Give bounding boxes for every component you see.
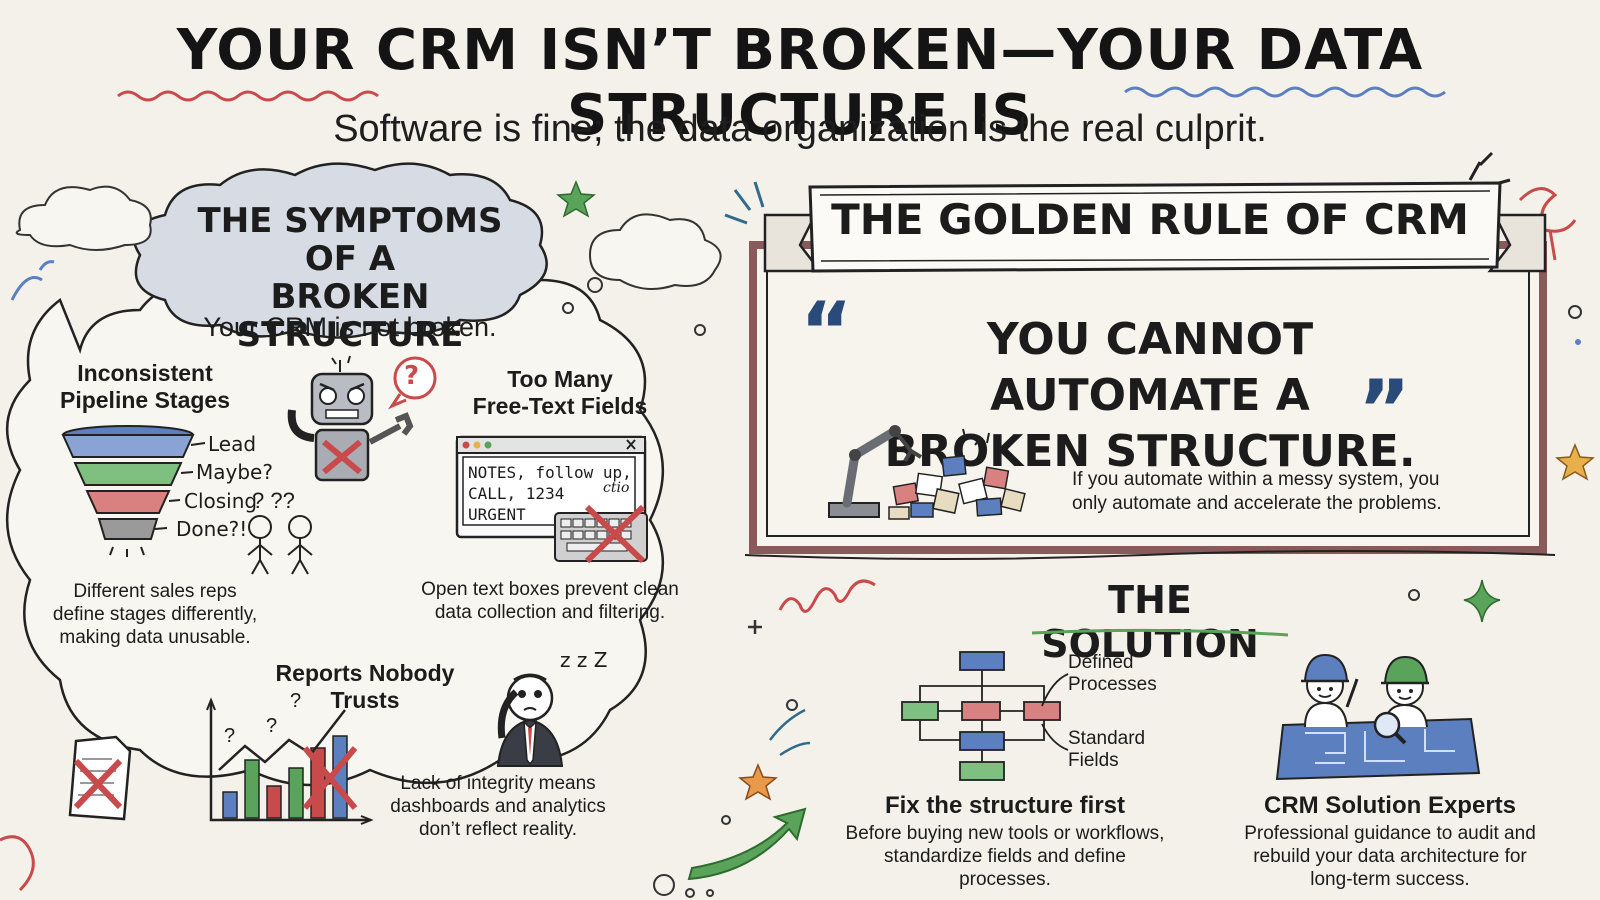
pipeline-title: Inconsistent Pipeline Stages	[40, 360, 250, 414]
golden-rule-heading: THE GOLDEN RULE OF CRM	[831, 195, 1469, 244]
flow-label2-line1: Standard	[1068, 728, 1146, 749]
process-flowchart-icon	[901, 651, 1061, 781]
green-sparkle-icon	[1463, 579, 1501, 623]
page-title: YOUR CRM ISN’T BROKEN—YOUR DATA STRUCTUR…	[176, 18, 1424, 148]
fix-structure-description: Before buying new tools or workflows, st…	[815, 822, 1195, 891]
freetext-desc-line1: Open text boxes prevent clean	[421, 579, 679, 600]
notes-line3: URGENT	[468, 505, 526, 524]
golden-desc-line1: If you automate within a messy system, y…	[1072, 469, 1440, 490]
title-underline-red	[117, 90, 379, 102]
freetext-title-line1: Too Many	[507, 366, 613, 392]
funnel-question-marks: ? ??	[252, 488, 295, 513]
page-subtitle: Software is fine; the data organization …	[333, 108, 1267, 150]
flow-label-pointers	[1041, 673, 1069, 751]
pipeline-desc-line1: Different sales reps	[73, 581, 237, 602]
golden-rule-quote: YOU CANNOT AUTOMATE A BROKEN STRUCTURE.	[850, 312, 1450, 480]
robot-icon	[287, 355, 437, 482]
funnel-label-lead: Lead	[208, 432, 257, 456]
notes-text: NOTES, follow up, CALL, 1234 URGENT	[468, 462, 632, 525]
flow-label1-line1: Defined	[1068, 652, 1134, 673]
experts-desc-line2: rebuild your data architecture for	[1253, 846, 1527, 867]
freetext-title-line2: Free-Text Fields	[472, 393, 648, 419]
chart-question-3: ?	[290, 690, 302, 712]
green-arrow-icon	[687, 807, 807, 881]
confused-businessman-icon	[496, 673, 564, 767]
pipeline-title-line2: Pipeline Stages	[59, 387, 230, 413]
golden-rule-description: If you automate within a messy system, y…	[1072, 468, 1492, 516]
pipeline-description: Different sales reps define stages diffe…	[30, 580, 280, 649]
solution-underline	[1031, 628, 1289, 637]
pipeline-desc-line2: define stages differently,	[52, 604, 258, 625]
sleep-zzz: z z Z	[560, 648, 608, 672]
fix-desc-line1: Before buying new tools or workflows,	[845, 823, 1165, 844]
notes-line1: NOTES, follow up,	[468, 463, 632, 482]
reports-desc-line2: dashboards and analytics	[390, 796, 606, 817]
funnel-label-maybe: Maybe?	[196, 460, 273, 484]
fix-desc-line3: processes.	[959, 869, 1051, 890]
freetext-desc-line2: data collection and filtering.	[434, 602, 666, 623]
symptoms-heading-cloud	[132, 162, 548, 339]
fix-desc-line2: standardize fields and define	[884, 846, 1126, 867]
symptoms-intro: Your CRM is not broken.	[203, 312, 497, 342]
experts-desc-line3: long-term success.	[1310, 869, 1470, 890]
golden-desc-line2: only automate and accelerate the problem…	[1072, 493, 1442, 514]
chart-question-1: ?	[224, 725, 236, 747]
close-quote-icon: ”	[1358, 363, 1411, 456]
small-cloud-right	[588, 213, 722, 290]
untrusted-bar-chart-icon	[206, 697, 374, 825]
flow-label2-line2: Fields	[1068, 750, 1119, 771]
reports-title-line2: Trusts	[330, 687, 400, 713]
crossed-document-icon	[68, 735, 132, 821]
flow-label-defined-processes: Defined Processes	[1068, 652, 1157, 696]
pipeline-desc-line3: making data unusable.	[59, 627, 251, 648]
small-cloud-left	[15, 185, 152, 251]
experts-title: CRM Solution Experts	[1263, 792, 1516, 819]
robot-bubble-text: ?	[404, 361, 420, 391]
notes-line2: CALL, 1234	[468, 484, 565, 503]
notes-scribble: ctio	[603, 480, 630, 496]
reports-title: Reports Nobody Trusts	[250, 660, 480, 714]
yellow-star-icon	[1555, 443, 1595, 481]
fix-structure-title: Fix the structure first	[884, 792, 1126, 819]
reports-description: Lack of integrity means dashboards and a…	[378, 772, 618, 841]
experts-description: Professional guidance to audit and rebui…	[1210, 822, 1570, 891]
reports-desc-line1: Lack of integrity means	[400, 773, 596, 794]
solution-heading: THE SOLUTION	[1041, 578, 1259, 666]
funnel-label-done: Done?!	[176, 517, 248, 541]
title-underline-blue	[1124, 86, 1446, 98]
symptoms-heading-line2: BROKEN STRUCTURE	[236, 277, 464, 355]
golden-rule-frame	[744, 181, 1556, 560]
freetext-description: Open text boxes prevent clean data colle…	[405, 578, 695, 624]
freetext-title: Too Many Free-Text Fields	[450, 366, 670, 420]
chart-question-2: ?	[266, 715, 278, 737]
robot-arm-mess-icon	[828, 425, 1026, 520]
flow-label-standard-fields: Standard Fields	[1068, 728, 1145, 772]
green-star-icon	[556, 180, 596, 218]
experts-blueprint-icon	[1275, 653, 1481, 781]
funnel-icon	[61, 425, 313, 575]
open-quote-icon: “	[800, 285, 853, 378]
orange-star-icon	[738, 763, 778, 801]
pipeline-title-line1: Inconsistent	[77, 360, 213, 386]
flow-label1-line2: Processes	[1068, 674, 1157, 695]
reports-title-line1: Reports Nobody	[275, 660, 455, 686]
symptoms-heading-line1: THE SYMPTOMS OF A	[197, 201, 503, 279]
symptoms-heading: THE SYMPTOMS OF A BROKEN STRUCTURE	[170, 202, 530, 354]
quote-line1: YOU CANNOT AUTOMATE A	[986, 314, 1314, 421]
quote-line2: BROKEN STRUCTURE.	[884, 426, 1416, 477]
experts-desc-line1: Professional guidance to audit and	[1244, 823, 1536, 844]
funnel-label-closing: Closing	[184, 489, 258, 513]
confused-people-icon	[247, 515, 313, 575]
text-window-icon	[455, 435, 648, 564]
reports-desc-line3: don’t reflect reality.	[418, 819, 578, 840]
